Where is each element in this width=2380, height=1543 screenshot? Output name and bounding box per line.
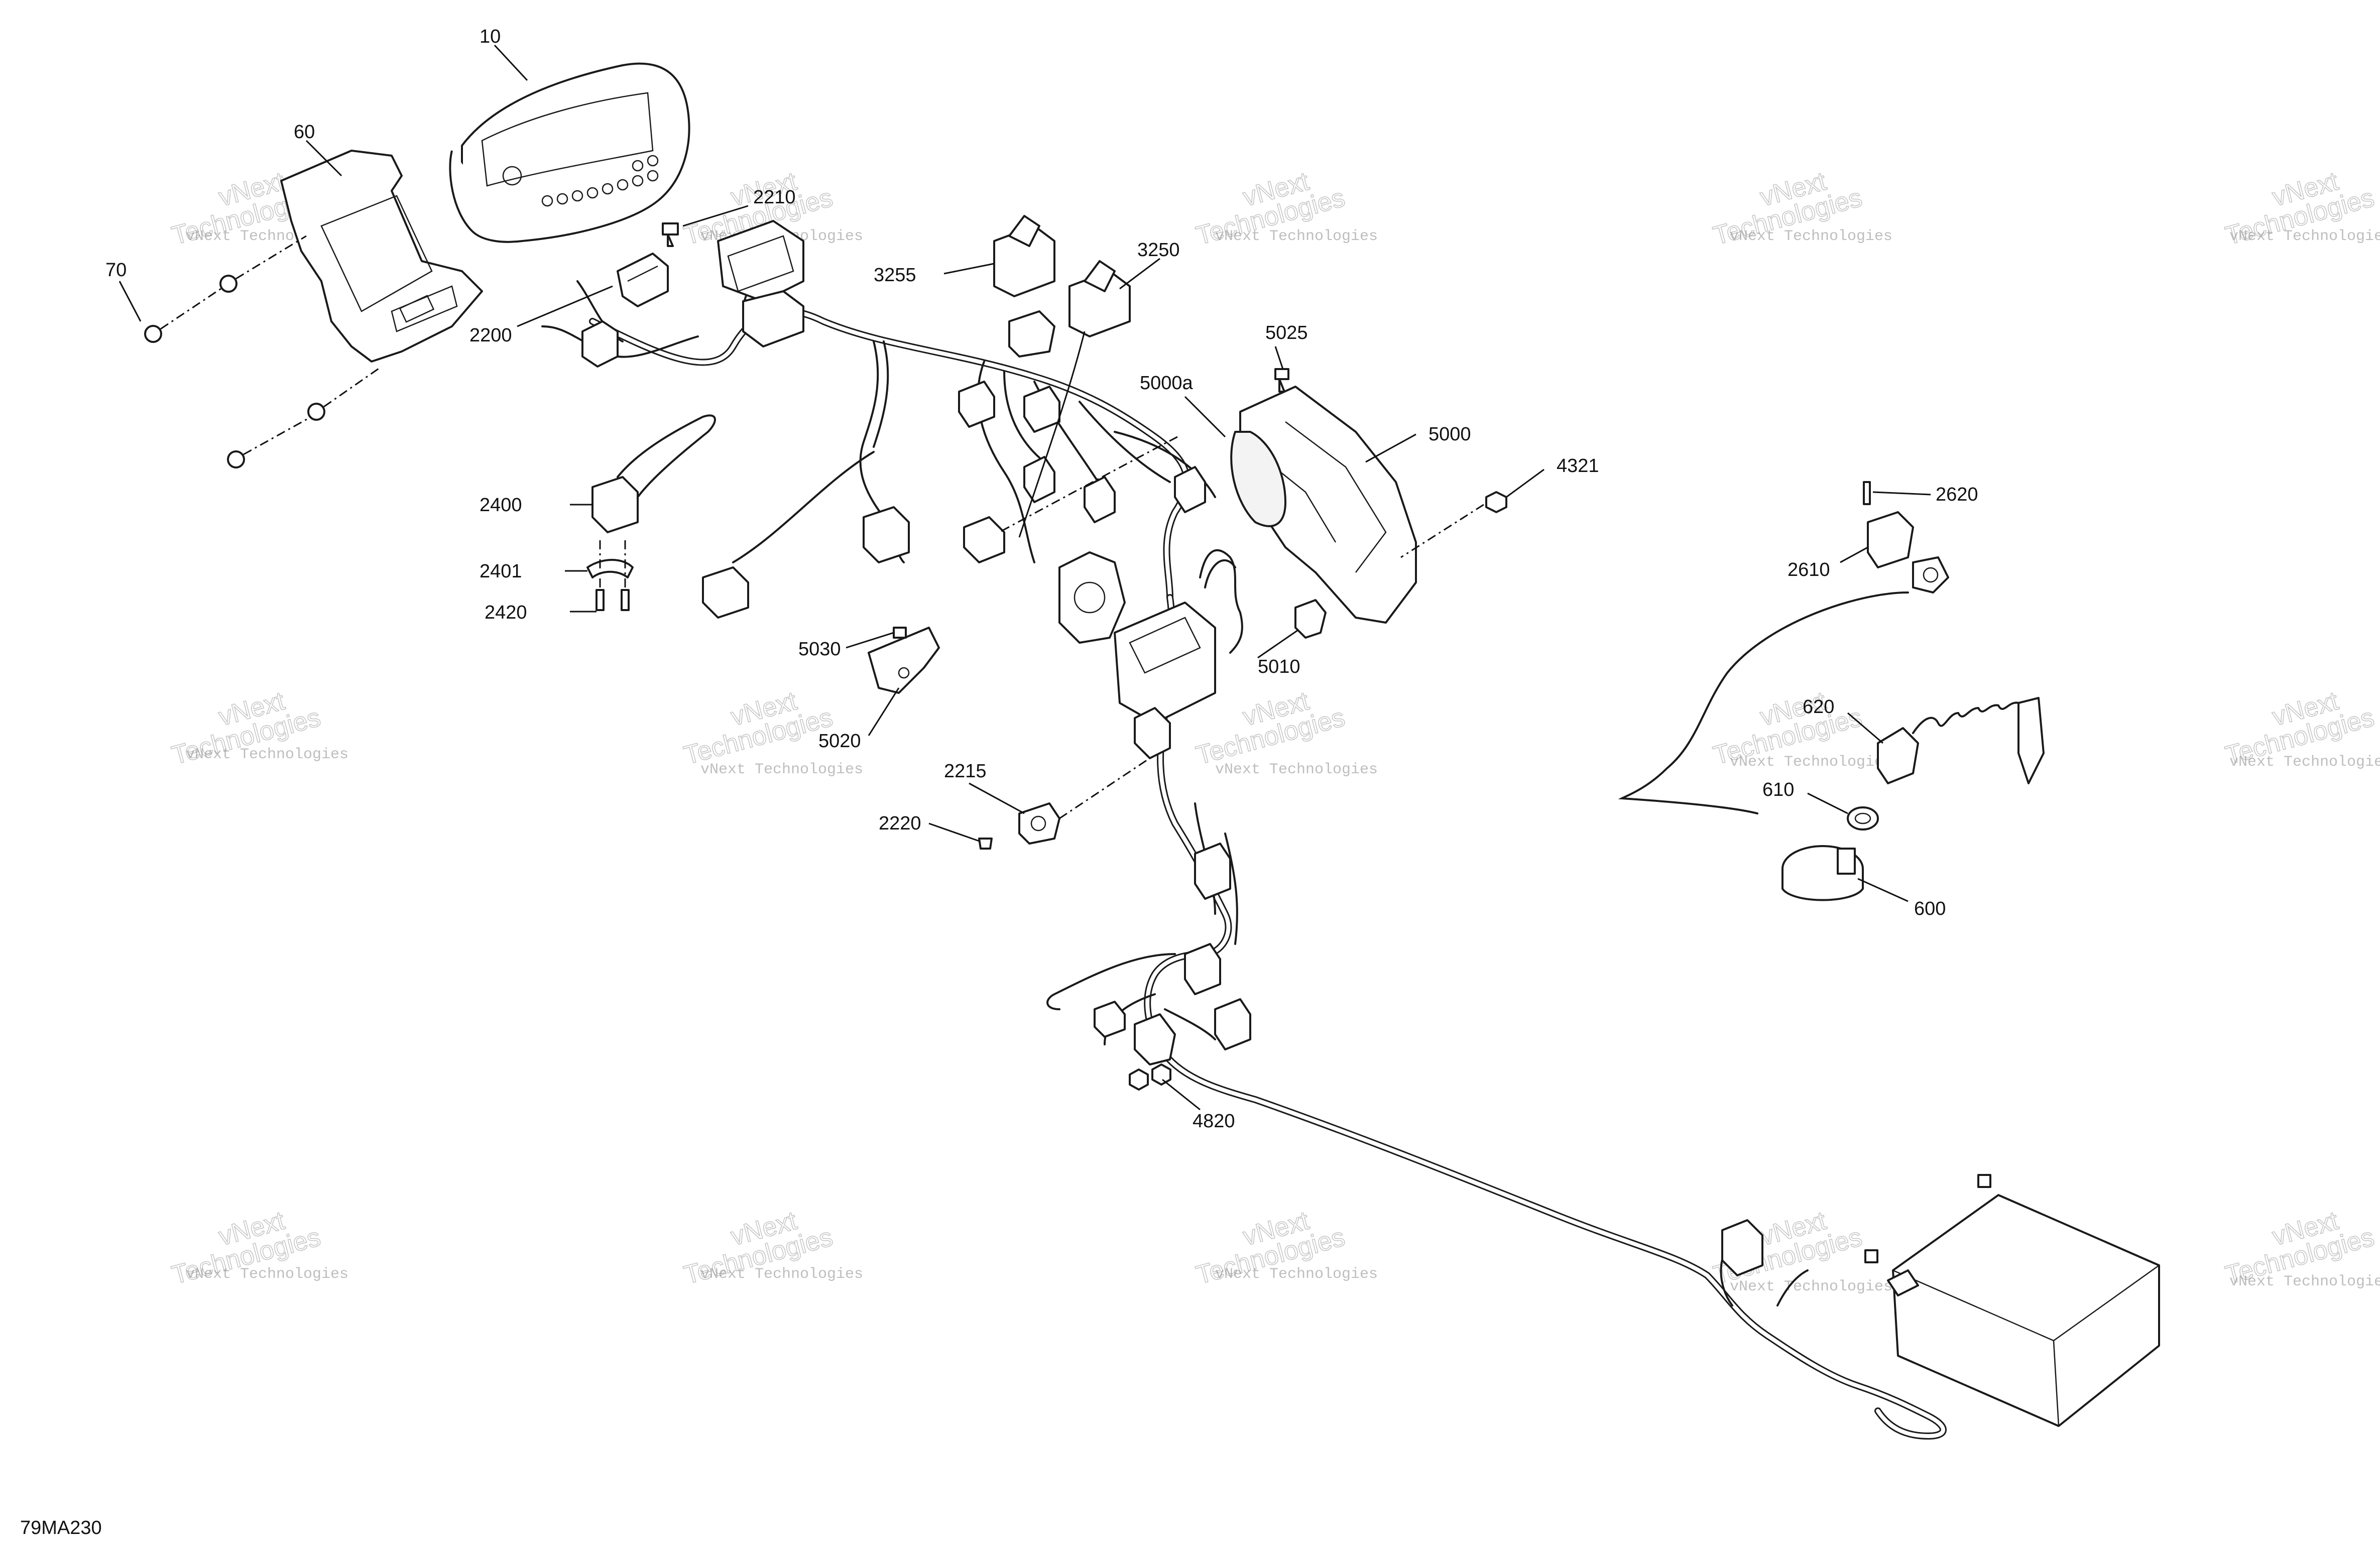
harness-end-connector	[581, 320, 619, 368]
switch-part-3250	[1068, 260, 1131, 337]
battery-cable-connector	[1721, 1219, 1763, 1276]
callout-2401: 2401	[480, 561, 522, 582]
main-wiring-harness	[541, 276, 1947, 1440]
screws-part-2420	[596, 537, 630, 611]
screw-part-2210	[662, 222, 679, 247]
callout-5025: 5025	[1265, 322, 1308, 343]
callout-2400: 2400	[480, 495, 522, 516]
nut-part-4321	[1400, 491, 1507, 558]
callout-2610: 2610	[1788, 559, 1830, 580]
callout-60: 60	[294, 122, 315, 143]
ring-part-610	[1847, 806, 1879, 830]
lower-harness-connectors	[1094, 843, 1251, 1065]
leader-lines	[118, 44, 1931, 1111]
screw-part-5025	[1274, 368, 1289, 393]
watermark: Technologies vNext	[680, 686, 836, 771]
connector-block-upper	[717, 220, 804, 347]
callout-4321: 4321	[1557, 455, 1599, 477]
screw-part-2220	[978, 838, 993, 850]
callout-2200: 2200	[469, 325, 512, 346]
callout-2215: 2215	[944, 761, 987, 782]
callout-5030: 5030	[798, 639, 841, 660]
harness-connectors	[702, 381, 1206, 619]
callout-610: 610	[1762, 779, 1794, 800]
watermark-text: vNext Technologies	[1730, 754, 1892, 771]
screw-part-5030	[893, 627, 907, 639]
switch-part-3255	[993, 215, 1055, 297]
callout-2420: 2420	[485, 602, 527, 623]
callout-5000a: 5000a	[1140, 373, 1194, 394]
cluster-buttons	[541, 155, 659, 207]
pin-part-2620	[1863, 481, 1871, 505]
callout-3255: 3255	[874, 265, 916, 286]
key-switch-part-600	[1781, 845, 1864, 901]
callout-labels: 10 60 70 2210 2200 3255 3250 5025 5000a …	[105, 26, 1978, 1132]
callout-5000: 5000	[1429, 424, 1471, 445]
watermark-text: vNext Technologies	[2229, 1273, 2380, 1290]
bracket-part-5020	[868, 627, 940, 694]
watermark-text: vNext Technologies	[1215, 761, 1378, 778]
watermark-text: vNext Technologies	[700, 1266, 863, 1283]
watermark-text: vNext Technologies	[2229, 754, 2380, 771]
watermarks: Technologies vNext vNext Technologies Te…	[168, 166, 2380, 1295]
lanyard-part-620	[1877, 697, 2045, 784]
callout-3250: 3250	[1137, 240, 1180, 261]
clip-part-5010	[1294, 599, 1327, 639]
watermark-text: vNext Technologies	[1730, 1278, 1892, 1295]
callout-5010: 5010	[1258, 656, 1300, 677]
watermark-text: vNext Technologies	[700, 761, 863, 778]
callout-70: 70	[105, 260, 127, 281]
cluster-bracket-part-60	[280, 150, 483, 363]
callout-10: 10	[480, 26, 501, 47]
callout-2220: 2220	[879, 813, 921, 834]
connector-part-2400	[591, 414, 716, 533]
ecu-part-5000	[1230, 386, 1417, 624]
watermark-text: vNext Technologies	[186, 746, 348, 763]
instrument-cluster-part-10	[449, 62, 690, 243]
watermark-text: vNext Technologies	[1730, 228, 1892, 245]
connector-part-2200	[617, 253, 669, 307]
sensor-part-2215	[1018, 757, 1150, 845]
sensor-small	[1008, 310, 1055, 358]
pigtail-wire	[1199, 549, 1243, 654]
callout-600: 600	[1914, 898, 1946, 919]
battery	[1864, 1174, 2160, 1427]
watermark-text: vNext Technologies	[1215, 228, 1378, 245]
callout-5020: 5020	[818, 731, 861, 752]
nuts-part-4820	[1129, 1063, 1171, 1091]
tether-wire	[1618, 591, 1909, 814]
relay-box	[1114, 602, 1216, 759]
callout-2620: 2620	[1936, 484, 1978, 505]
watermark-text: vNext Technologies	[186, 1266, 348, 1283]
watermark-text: vNext Technologies	[2229, 228, 2380, 245]
callout-620: 620	[1803, 696, 1834, 718]
central-module	[1058, 551, 1126, 644]
callout-2210: 2210	[753, 187, 796, 208]
watermark-text: vNext Technologies	[1215, 1266, 1378, 1283]
clip-part-2401	[586, 559, 634, 578]
diagram-code: 79MA230	[20, 1517, 102, 1538]
callout-4820: 4820	[1193, 1111, 1235, 1132]
switch-part-2610	[1867, 511, 1949, 594]
screws-part-70	[144, 235, 382, 468]
